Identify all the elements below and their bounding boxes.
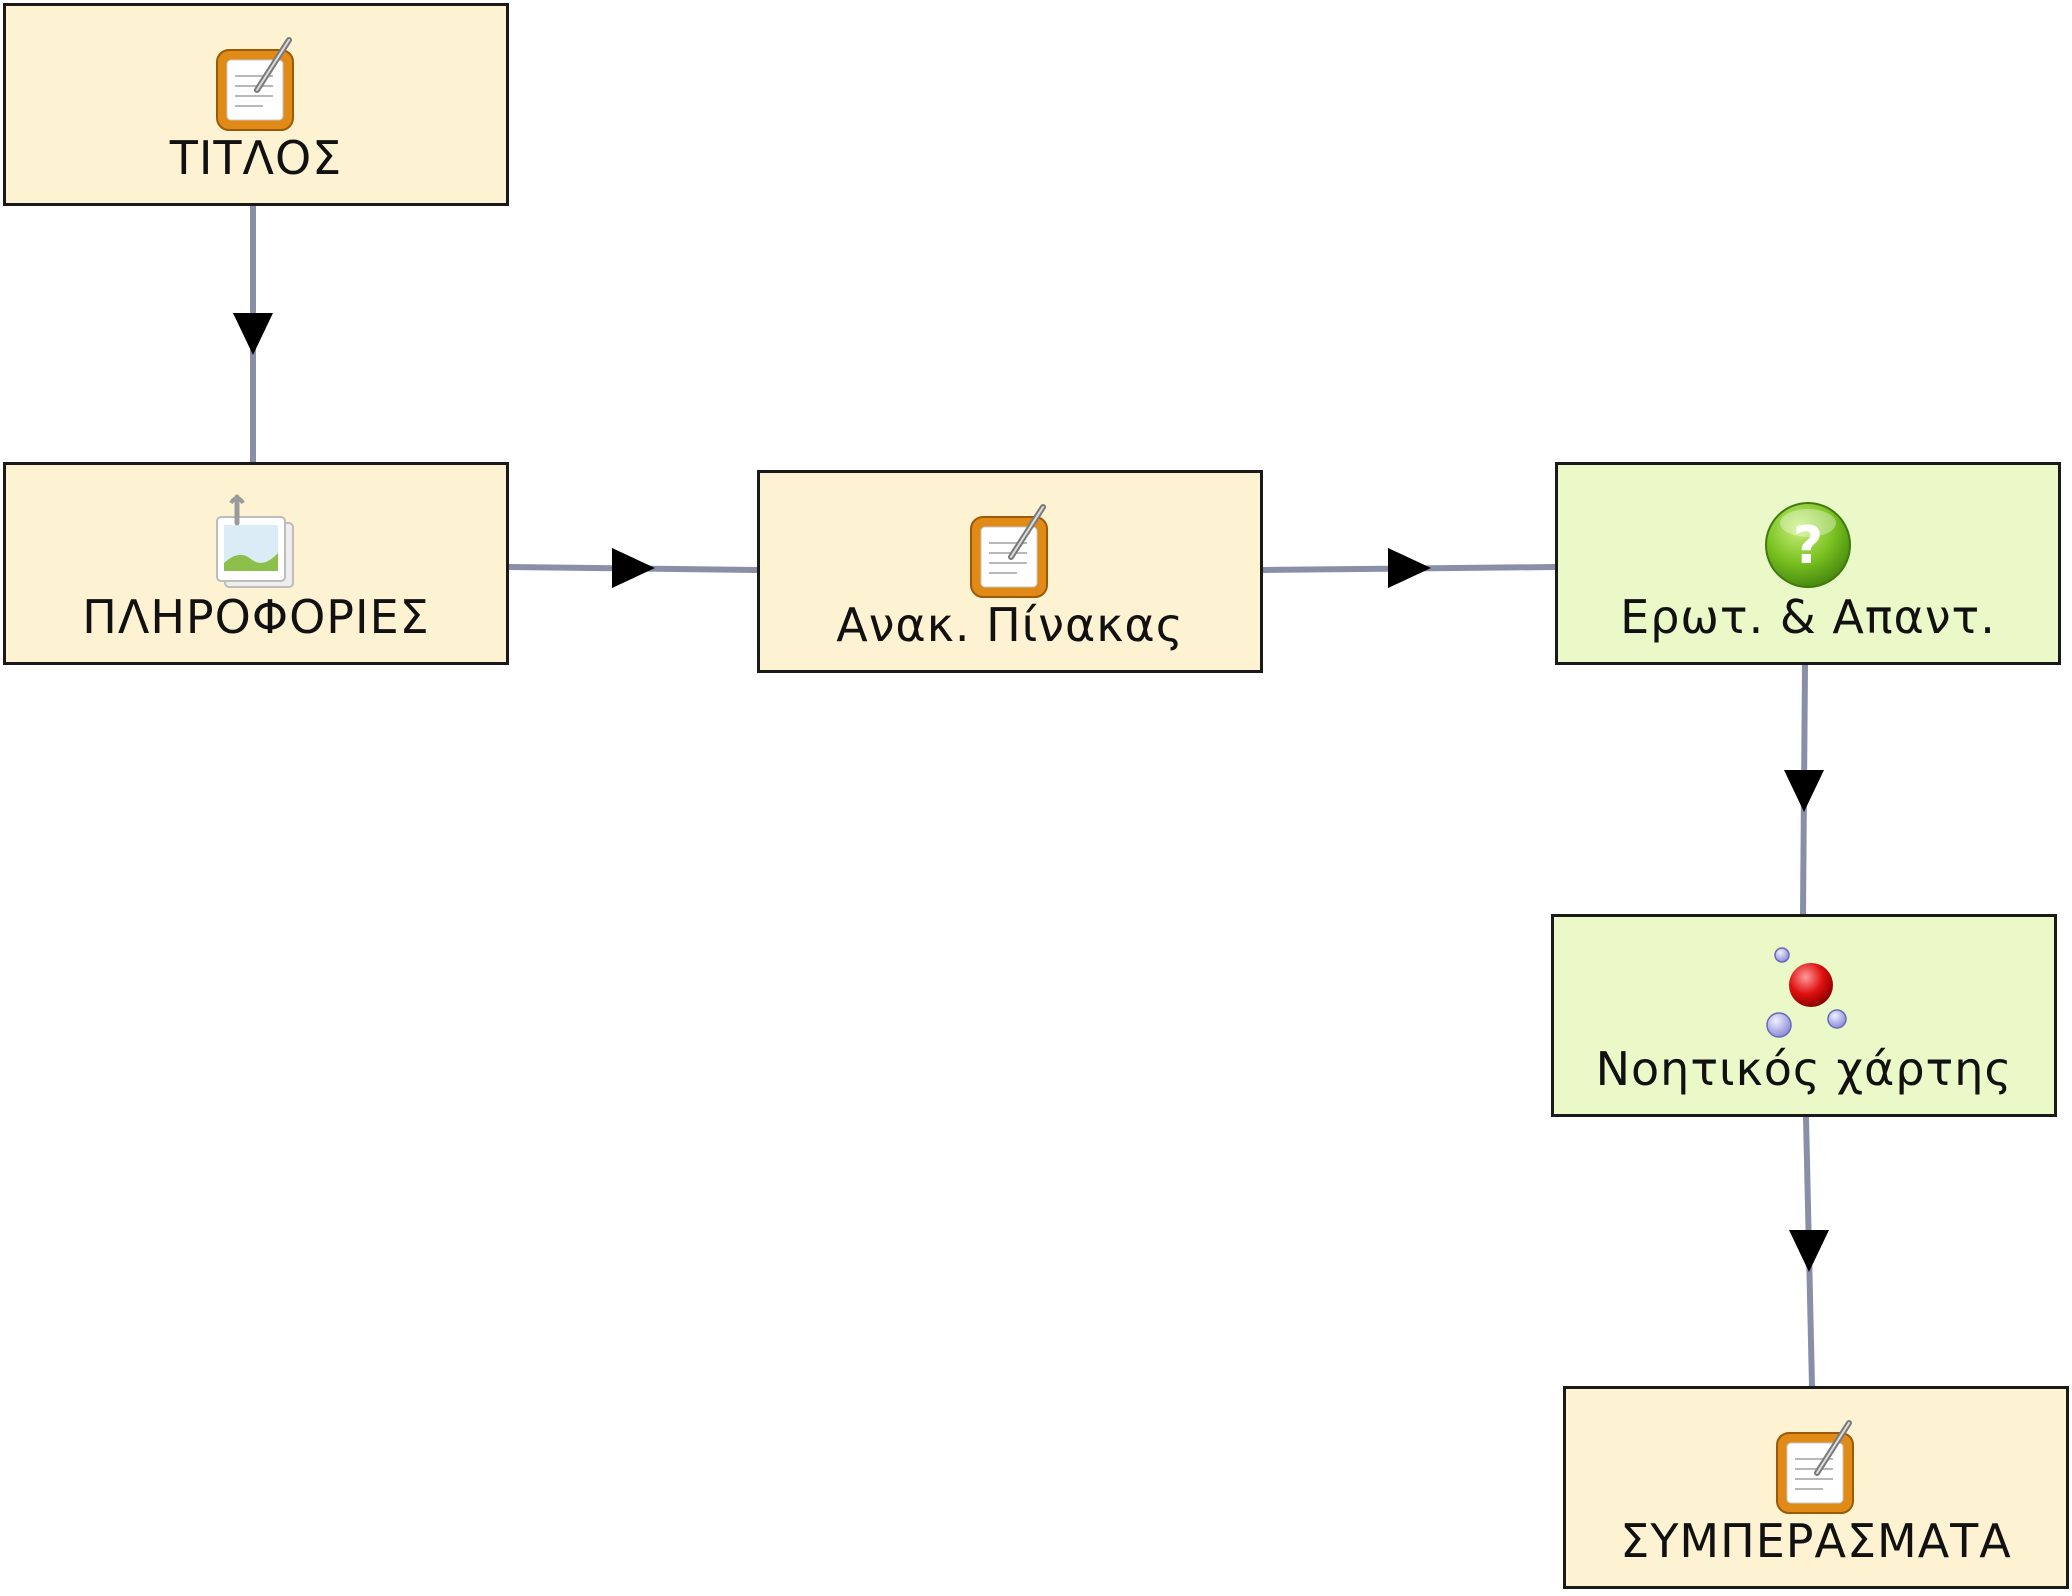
node-titlos[interactable]: ΤΙΤΛΟΣ (3, 3, 509, 206)
svg-text:?: ? (1793, 516, 1823, 576)
node-label: Ανακ. Πίνακας (836, 598, 1184, 652)
image-gallery-icon (216, 494, 294, 588)
mind-map-icon (1766, 947, 1847, 1038)
node-anak-pinakas[interactable]: Ανακ. Πίνακας (757, 470, 1263, 673)
arrowhead-down-3 (1789, 1230, 1829, 1272)
notebook-icon (970, 504, 1048, 598)
arrowhead-right-1 (612, 548, 655, 588)
node-erot-apant[interactable]: ? Ερωτ. & Απαντ. (1555, 462, 2061, 665)
node-plirofories[interactable]: ΠΛΗΡΟΦΟΡΙΕΣ (3, 462, 509, 665)
node-label: Ερωτ. & Απαντ. (1620, 590, 1996, 644)
node-label: Νοητικός χάρτης (1595, 1042, 2013, 1096)
notebook-icon (216, 37, 294, 131)
question-mark-icon: ? (1765, 502, 1851, 588)
arrowhead-down-2 (1784, 770, 1824, 812)
node-noitikos-xartis[interactable]: Νοητικός χάρτης (1551, 914, 2057, 1117)
arrowhead-right-2 (1388, 548, 1431, 588)
node-symperasmata[interactable]: ΣΥΜΠΕΡΑΣΜΑΤΑ (1563, 1386, 2069, 1589)
arrowhead-down-1 (233, 313, 273, 355)
node-label: ΣΥΜΠΕΡΑΣΜΑΤΑ (1620, 1514, 2012, 1568)
node-label: ΠΛΗΡΟΦΟΡΙΕΣ (82, 590, 430, 644)
notebook-icon (1776, 1420, 1854, 1514)
node-label: ΤΙΤΛΟΣ (169, 131, 343, 185)
